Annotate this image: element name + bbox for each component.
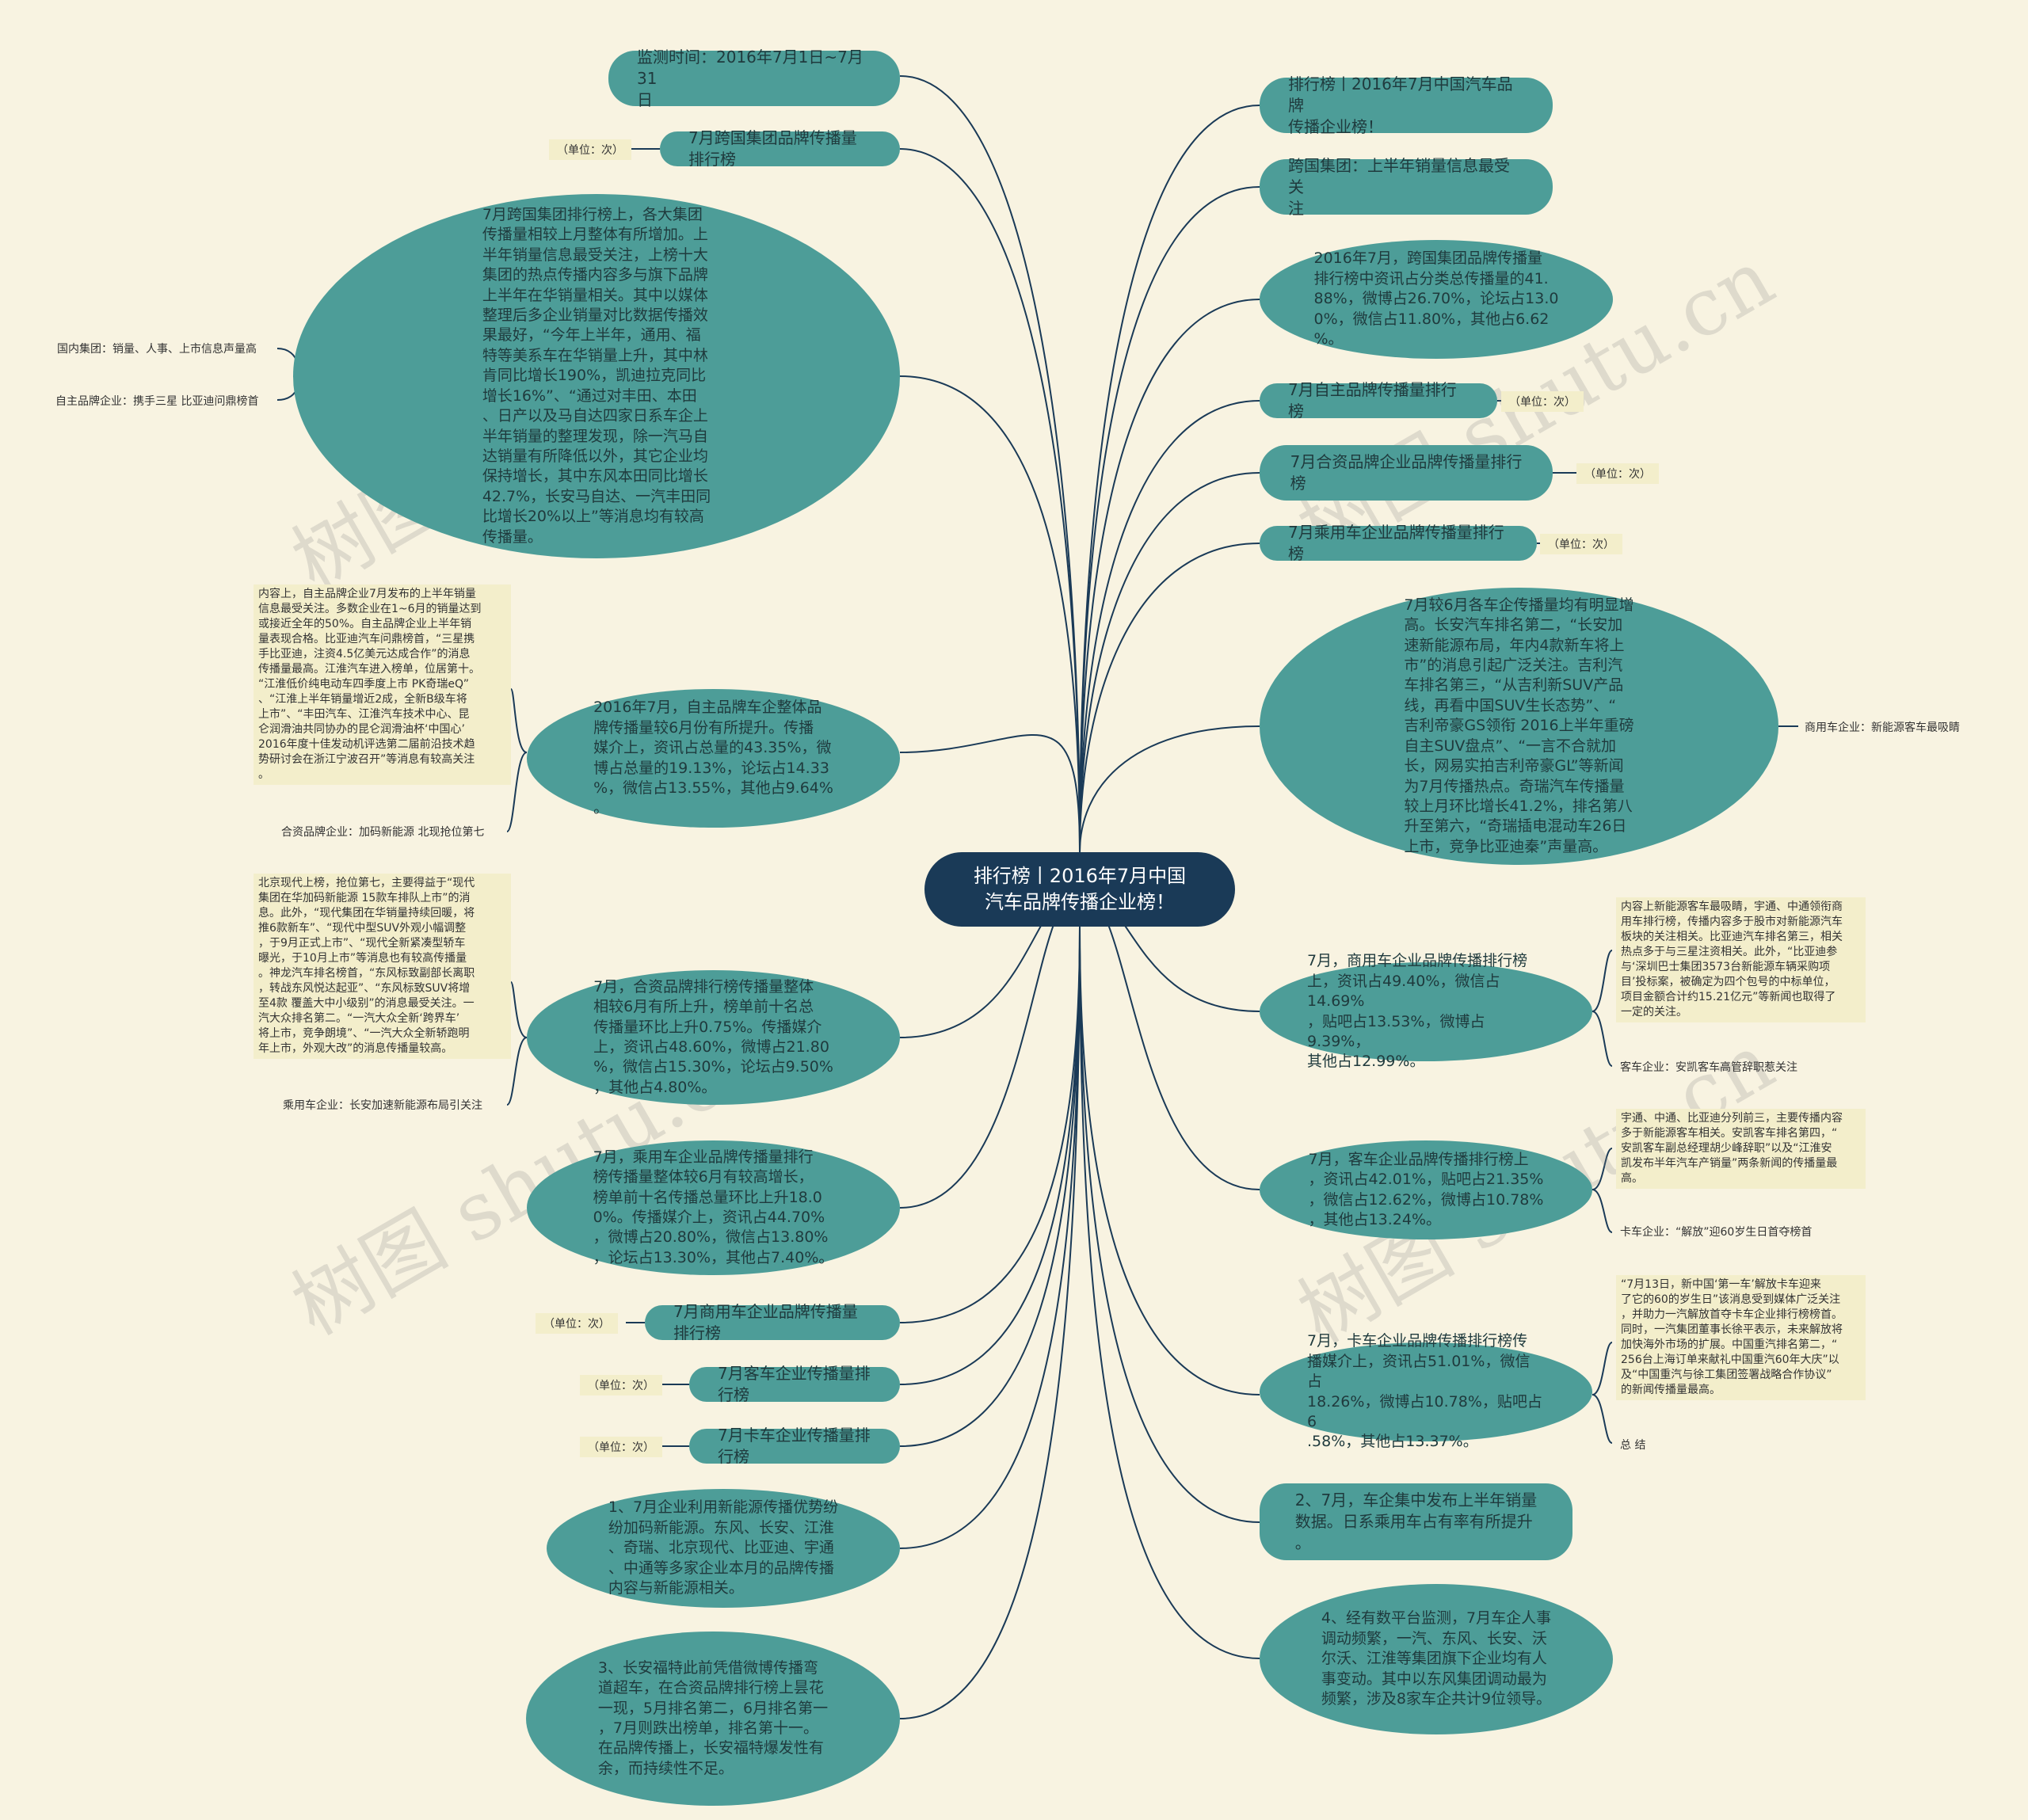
bus-company-label: 客车企业：安凯客车高管辞职惹关注 (1620, 1061, 1797, 1074)
intl-group-summary-node[interactable]: 7月跨国集团排行榜上，各大集团 传播量相较上月整体有所增加。上 半年销量信息最受… (293, 194, 900, 558)
conclusion-3-node[interactable]: 3、长安福特此前凭借微博传播弯 道超车，在合资品牌排行榜上昙花 一现，5月排名第… (526, 1632, 900, 1806)
title-copy-node[interactable]: 排行榜丨2016年7月中国汽车品牌 传播企业榜！ (1260, 74, 1553, 136)
commercial-summary-node[interactable]: 7月，商用车企业品牌传播排行榜 上，资讯占49.40%，微信占14.69% ，贴… (1260, 952, 1592, 1070)
truck-company-label: 卡车企业：“解放”迎60岁生日首夺榜首 (1620, 1226, 1813, 1239)
passenger-car-label: 乘用车企业：长安加速新能源布局引关注 (283, 1099, 482, 1112)
intl-group-rank-node[interactable]: 7月跨国集团品牌传播量排行榜 (660, 128, 900, 169)
domestic-group-label: 国内集团：销量、人事、上市信息声量高 (57, 343, 257, 356)
bus-rank-node[interactable]: 7月客车企业传播量排行榜 (689, 1364, 900, 1404)
own-brand-label: 自主品牌企业：携手三星 比亚迪问鼎榜首 (55, 395, 259, 408)
passenger-summary-node[interactable]: 7月，乘用车企业品牌传播量排行 榜传播量整体较6月有较高增长， 榜单前十名传播总… (527, 1140, 900, 1275)
bus-note: 宇通、中通、比亚迪分列前三，主要传播内容 多于新能源客车相关。安凯客车排名第四，… (1616, 1109, 1866, 1189)
passenger-unit: （单位：次） (1540, 534, 1622, 554)
passenger-rank-node[interactable]: 7月乘用车企业品牌传播量排行榜 (1260, 523, 1537, 563)
bus-unit: （单位：次） (580, 1375, 662, 1395)
truck-summary-node[interactable]: 7月，卡车企业品牌传播排行榜传 播媒介上，资讯占51.01%，微信占 18.26… (1260, 1332, 1592, 1450)
conclusion-4-node[interactable]: 4、经有数平台监测，7月车企人事 调动频繁，一汽、东风、长安、沃 尔沃、江淮等集… (1260, 1584, 1613, 1734)
truck-unit: （单位：次） (580, 1437, 662, 1457)
commercial-note: 内容上新能源客车最吸睛，宇通、中通领衔商 用车排行榜，传播内容多于股市对新能源汽… (1616, 897, 1866, 1022)
own-brand-note: 内容上，自主品牌企业7月发布的上半年销量 信息最受关注。多数企业在1~6月的销量… (254, 584, 511, 785)
conclusion-1-node[interactable]: 1、7月企业利用新能源传播优势纷 纷加码新能源。东风、长安、江淮 、奇瑞、北京现… (547, 1489, 900, 1608)
commercial-rank-node[interactable]: 7月商用车企业品牌传播量排行榜 (645, 1302, 900, 1342)
intl-attention-node[interactable]: 跨国集团：上半年销量信息最受关 注 (1260, 156, 1553, 218)
jv-brand-note: 北京现代上榜，抢位第七，主要得益于“现代 集团在华加码新能源 15款车排队上市”… (254, 874, 511, 1059)
jv-brand-summary-node[interactable]: 7月，合资品牌排行榜传播量整体 相较6月有所上升，榜单前十名总 传播量环比上升0… (527, 970, 900, 1105)
jv-brand-label: 合资品牌企业：加码新能源 北现抢位第七 (281, 826, 485, 839)
passenger-detail-node[interactable]: 7月较6月各车企传播量均有明显增 高。长安汽车排名第二，“长安加 速新能源布局，… (1260, 588, 1778, 865)
monitor-period-node[interactable]: 监测时间：2016年7月1日~7月31 日 (608, 48, 900, 109)
bus-summary-node[interactable]: 7月，客车企业品牌传播排行榜上 ，资讯占42.01%，贴吧占21.35% ，微信… (1260, 1140, 1592, 1239)
intl-group-unit: （单位：次） (549, 139, 631, 160)
commercial-vehicle-label: 商用车企业：新能源客车最吸睛 (1805, 722, 1960, 734)
own-brand-summary-node[interactable]: 2016年7月，自主品牌车企整体品 牌传播量较6月份有所提升。传播 媒介上，资讯… (527, 689, 900, 828)
commercial-unit: （单位：次） (536, 1313, 618, 1334)
intl-share-node[interactable]: 2016年7月，跨国集团品牌传播量 排行榜中资讯占分类总传播量的41. 88%，… (1260, 240, 1613, 359)
root-topic[interactable]: 排行榜丨2016年7月中国 汽车品牌传播企业榜！ (924, 852, 1235, 927)
jv-unit: （单位：次） (1576, 463, 1659, 484)
truck-note: “7月13日，新中国‘第一车’解放卡车迎来 了它的60的岁生日”该消息受到媒体广… (1616, 1275, 1866, 1400)
jv-rank-node[interactable]: 7月合资品牌企业品牌传播量排行 榜 (1260, 445, 1553, 501)
own-brand-rank-node[interactable]: 7月自主品牌传播量排行榜 (1260, 380, 1497, 421)
truck-rank-node[interactable]: 7月卡车企业传播量排行榜 (689, 1426, 900, 1466)
own-brand-unit: （单位：次） (1501, 391, 1584, 412)
summary-label: 总 结 (1620, 1439, 1646, 1452)
conclusion-2-node[interactable]: 2、7月，车企集中发布上半年销量 数据。日系乘用车占有率有所提升 。 (1260, 1483, 1572, 1560)
